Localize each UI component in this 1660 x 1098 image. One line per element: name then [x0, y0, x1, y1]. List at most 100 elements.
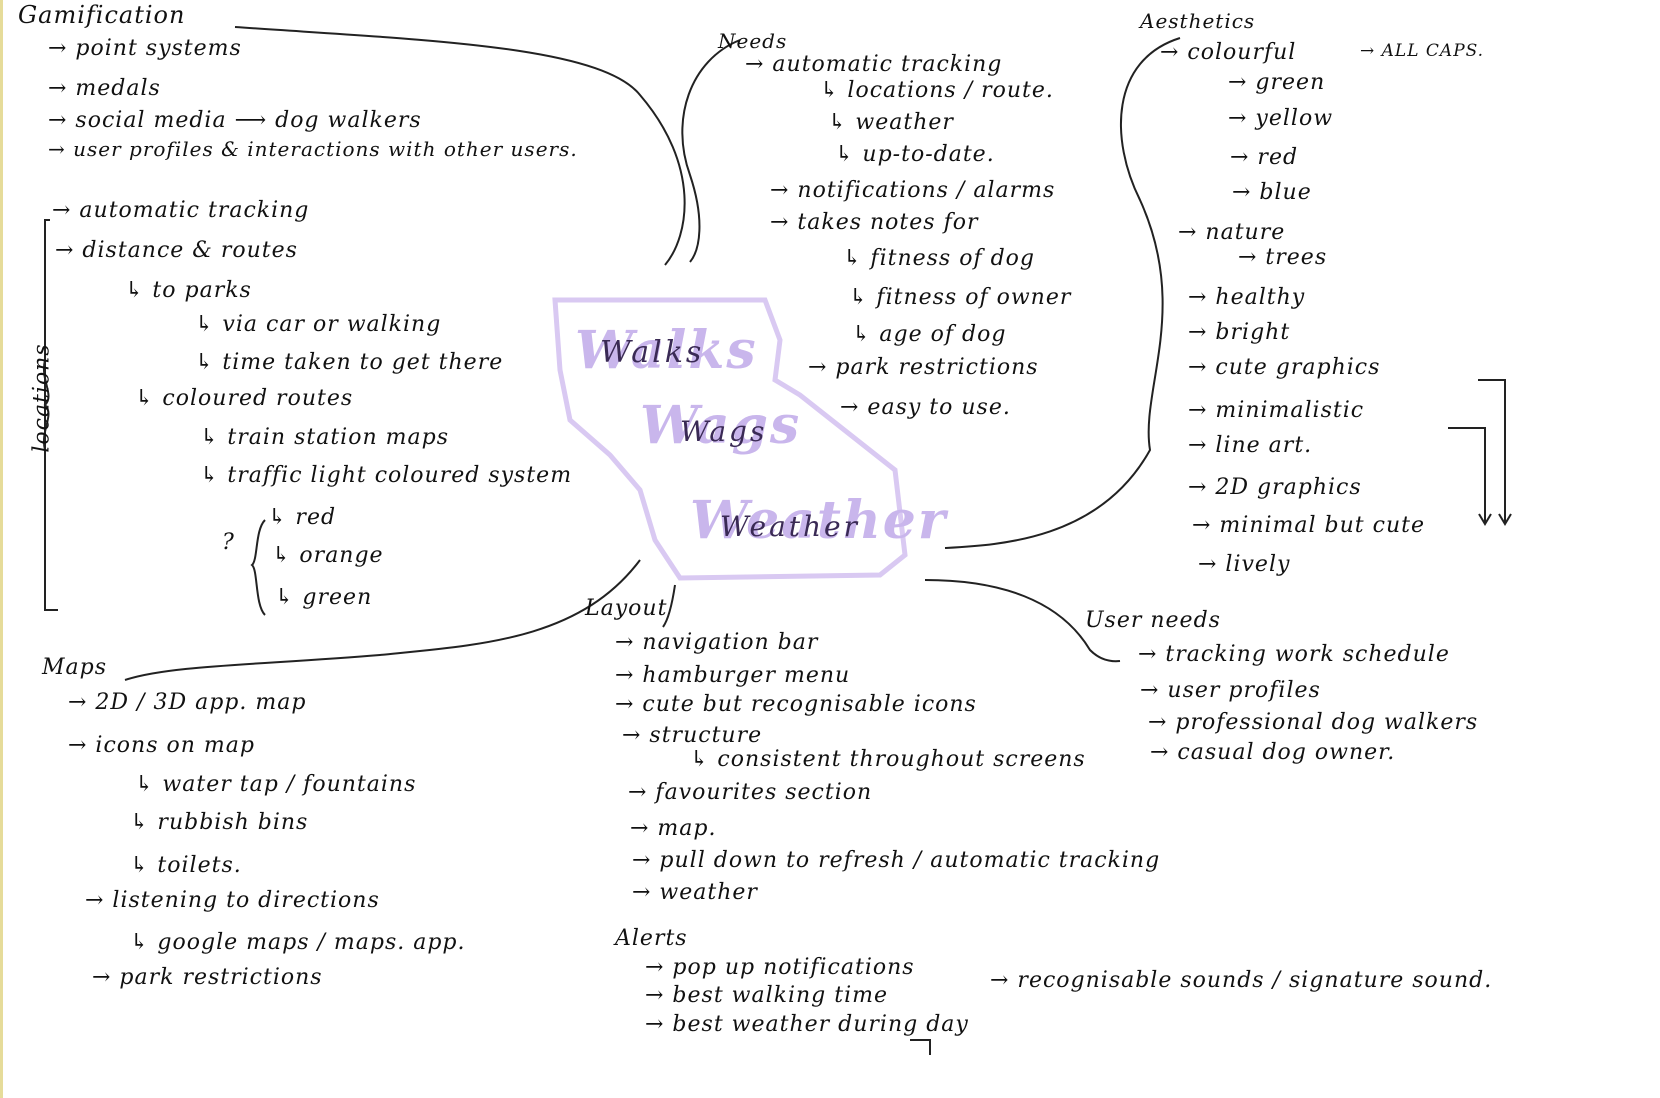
- aesthetics-item: → 2D graphics: [1188, 475, 1362, 500]
- maps-item: ↳ google maps / maps. app.: [130, 930, 466, 955]
- locations-item: ↳ time taken to get there: [195, 350, 504, 375]
- needs-item: → easy to use.: [840, 395, 1011, 420]
- maps-item: → listening to directions: [85, 888, 380, 913]
- layout-item: → weather: [632, 880, 758, 905]
- aesthetics-item: → nature: [1178, 220, 1286, 245]
- locations-item: ↳ traffic light coloured system: [200, 463, 573, 488]
- layout-item: → hamburger menu: [615, 663, 851, 688]
- aesthetic-arrow-2: [1478, 513, 1492, 526]
- gamification-item: → medals: [48, 76, 161, 101]
- center-script-wags: Wags: [680, 415, 768, 448]
- alerts-heading: Alerts: [615, 926, 688, 951]
- layout-heading: Layout: [585, 596, 668, 621]
- alerts-item: → best weather during day: [645, 1012, 969, 1037]
- locations-item: ↳ coloured routes: [135, 386, 354, 411]
- needs-item: → automatic tracking: [745, 52, 1003, 77]
- needs-item: → takes notes for: [770, 210, 979, 235]
- layout-item: → cute but recognisable icons: [615, 692, 977, 717]
- needs-item: → notifications / alarms: [770, 178, 1056, 203]
- locations-item: ↳ via car or walking: [195, 312, 442, 337]
- alerts-item: → best walking time: [645, 983, 889, 1008]
- aesthetics-item: → colourful: [1160, 40, 1297, 65]
- locations-side-label: locations: [29, 343, 55, 453]
- gamification-item: → point systems: [48, 36, 242, 61]
- aesthetics-item: → blue: [1232, 180, 1312, 205]
- maps-item: → park restrictions: [92, 965, 323, 990]
- aesthetics-item: → minimalistic: [1188, 398, 1365, 423]
- question-mark: ?: [222, 530, 235, 555]
- aesthetics-all-caps: → ALL CAPS.: [1360, 41, 1485, 61]
- traffic-brace: [250, 519, 266, 616]
- needs-item: ↳ up-to-date.: [835, 142, 995, 167]
- needs-item: ↳ fitness of owner: [849, 285, 1072, 310]
- locations-item: ↳ red: [268, 505, 337, 530]
- layout-item: → map.: [630, 816, 717, 841]
- needs-heading: Needs: [718, 29, 788, 53]
- locations-item: ↳ to parks: [125, 278, 252, 303]
- aesthetics-item: → red: [1230, 145, 1299, 170]
- center-script-weather: Weather: [720, 510, 860, 543]
- maps-item: → icons on map: [68, 733, 255, 758]
- maps-item: ↳ water tap / fountains: [135, 772, 417, 797]
- user-needs-item: → tracking work schedule: [1138, 642, 1450, 667]
- divider-user-needs: [924, 579, 1121, 663]
- aesthetic-arrow-1: [1498, 513, 1512, 526]
- layout-item: → structure: [622, 723, 763, 748]
- user-needs-heading: User needs: [1085, 608, 1221, 633]
- layout-item: ↳ consistent throughout screens: [690, 747, 1086, 772]
- user-needs-item: → professional dog walkers: [1148, 710, 1479, 735]
- aesthetics-item: → yellow: [1228, 106, 1334, 131]
- divider-needs-left: [681, 39, 741, 263]
- aesthetics-item: → cute graphics: [1188, 355, 1381, 380]
- center-title-weather: Weather: [690, 490, 948, 551]
- maps-heading: Maps: [42, 655, 108, 680]
- divider-aesthetics: [944, 37, 1181, 549]
- user-needs-item: → casual dog owner.: [1150, 740, 1396, 765]
- aesthetics-heading: Aesthetics: [1140, 9, 1256, 33]
- locations-item: → automatic tracking: [52, 198, 310, 223]
- center-outline: [552, 297, 908, 581]
- layout-item: → favourites section: [628, 780, 873, 805]
- aesthetic-bracket-1: [1478, 379, 1506, 522]
- center-title-walks: Walks: [575, 320, 758, 381]
- aesthetics-item: → healthy: [1188, 285, 1306, 310]
- locations-brace: [42, 359, 50, 451]
- aesthetics-item: → lively: [1198, 552, 1291, 577]
- aesthetics-item: → minimal but cute: [1192, 513, 1425, 538]
- divider-layout: [662, 584, 676, 628]
- layout-item: → pull down to refresh / automatic track…: [632, 848, 1161, 873]
- aesthetics-item: → green: [1228, 70, 1326, 95]
- needs-item: ↳ fitness of dog: [843, 246, 1035, 271]
- aesthetics-item: → trees: [1238, 245, 1328, 270]
- center-script-walks: Walks: [600, 335, 705, 370]
- maps-item: ↳ rubbish bins: [130, 810, 309, 835]
- maps-item: → 2D / 3D app. map: [68, 690, 307, 715]
- needs-item: ↳ age of dog: [852, 322, 1007, 347]
- locations-item: ↳ orange: [272, 543, 384, 568]
- aesthetic-bracket-2: [1448, 427, 1486, 522]
- center-title-wags: Wags: [640, 395, 802, 456]
- locations-bracket: [44, 219, 58, 611]
- alerts-item: → pop up notifications: [645, 955, 915, 980]
- alerts-hook: [910, 1039, 931, 1055]
- divider-maps: [124, 559, 641, 681]
- gamification-heading: Gamification: [18, 1, 186, 29]
- layout-item: → navigation bar: [615, 630, 819, 655]
- divider-gamification: [234, 26, 686, 266]
- user-needs-item: → user profiles: [1140, 678, 1321, 703]
- gamification-item: → user profiles & interactions with othe…: [48, 137, 578, 161]
- needs-item: → park restrictions: [808, 355, 1039, 380]
- locations-item: → distance & routes: [55, 238, 298, 263]
- gamification-item: → social media ⟶ dog walkers: [48, 108, 422, 133]
- locations-item: ↳ green: [275, 585, 373, 610]
- alerts-side-note: → recognisable sounds / signature sound.: [990, 968, 1493, 993]
- needs-item: ↳ weather: [828, 110, 954, 135]
- needs-item: ↳ locations / route.: [820, 78, 1054, 103]
- locations-item: ↳ train station maps: [200, 425, 449, 450]
- scan-edge: [0, 0, 3, 1098]
- aesthetics-item: → line art.: [1188, 433, 1313, 458]
- maps-item: ↳ toilets.: [130, 853, 242, 878]
- aesthetics-item: → bright: [1188, 320, 1291, 345]
